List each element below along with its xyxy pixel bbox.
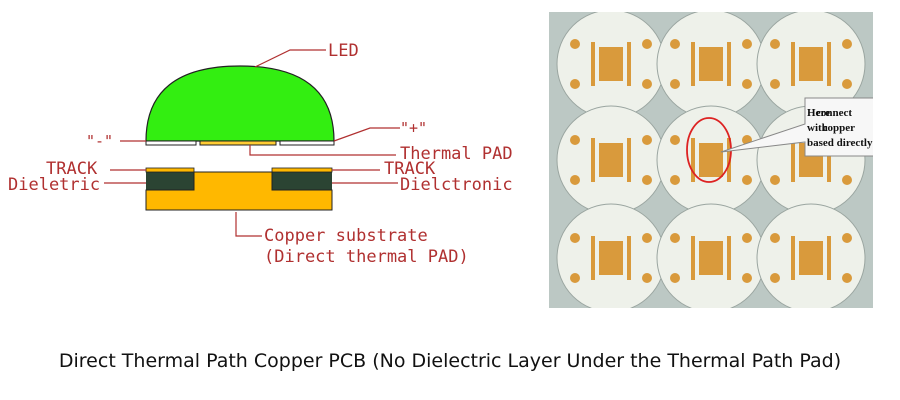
track-left-label: TRACK	[46, 159, 98, 179]
pcb-grid	[556, 12, 866, 308]
track-right-label: TRACK	[384, 159, 436, 179]
plus-label: "+"	[400, 119, 427, 137]
callout-bubble	[720, 97, 873, 157]
pcb-board	[556, 12, 666, 119]
cross-section-diagram: LED "-" "+" Thermal PAD TRACK Dieletric …	[8, 41, 513, 267]
dielectric-right-label: Dielctronic	[400, 175, 513, 195]
callout-line2-right: copper	[823, 122, 856, 134]
callout-line1-right: connect	[816, 107, 852, 119]
pcb-board	[756, 203, 866, 308]
substrate-leader	[235, 212, 262, 237]
thermal-pad-leader	[249, 145, 396, 156]
figure-caption: Direct Thermal Path Copper PCB (No Diele…	[58, 350, 842, 372]
callout-line3: based directly	[807, 137, 873, 149]
thermal-pad-contact	[199, 140, 277, 146]
led-leader	[254, 49, 326, 68]
callout-text: Here connect with copper based directly	[807, 107, 873, 149]
minus-label: "-"	[86, 132, 113, 150]
dielectric-left-label: Dieletric	[8, 175, 100, 195]
plus-leader	[333, 127, 400, 142]
led-dome	[145, 65, 335, 142]
plus-contact	[279, 140, 335, 146]
thermal-pad-label: Thermal PAD	[400, 144, 513, 164]
dielectric-right-block	[272, 172, 332, 190]
track-right-strip	[271, 167, 333, 173]
pcb-board	[556, 105, 666, 215]
callout-line2-left: with	[807, 122, 828, 134]
pcb-board	[656, 12, 766, 119]
copper-substrate	[145, 171, 333, 211]
pcb-board	[656, 105, 766, 215]
callout-line1-left: Here	[807, 107, 830, 119]
substrate-label-line1: Copper substrate	[264, 226, 428, 246]
track-left-strip	[145, 167, 195, 173]
pcb-panel-photo: Here connect with copper based directly	[549, 12, 873, 308]
led-label: LED	[328, 41, 359, 61]
pcb-board	[656, 203, 766, 308]
minus-contact	[145, 140, 197, 146]
dielectric-left-block	[146, 172, 194, 190]
substrate-label-line2: (Direct thermal PAD)	[264, 247, 469, 267]
pcb-board	[556, 203, 666, 308]
